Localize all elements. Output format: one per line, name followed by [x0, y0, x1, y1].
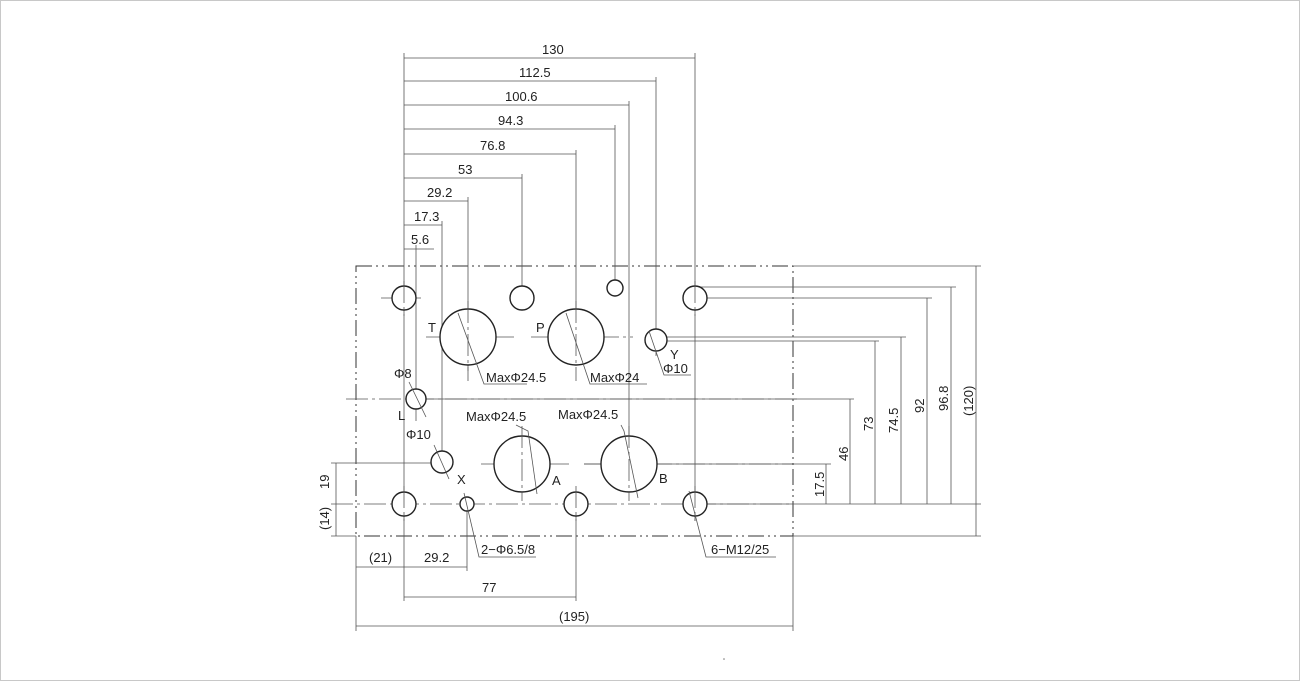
- port-l: [405, 388, 427, 410]
- pin-hole-x-side: [459, 496, 475, 512]
- label-y: Y: [670, 347, 679, 362]
- dim-29-2-bottom: 29.2: [424, 550, 449, 565]
- dim-94-3: 94.3: [498, 113, 523, 128]
- callout-x-dia: Φ10: [406, 427, 431, 442]
- top-dimension-lines: [403, 53, 696, 601]
- callout-a-max: MaxΦ24.5: [466, 409, 526, 424]
- callout-y-dia: Φ10: [663, 361, 688, 376]
- dim-92: 92: [912, 399, 927, 413]
- dim-76-8: 76.8: [480, 138, 505, 153]
- label-a: A: [552, 473, 561, 488]
- dim-73: 73: [861, 417, 876, 431]
- dim-195: (195): [559, 609, 589, 624]
- callout-b-max: MaxΦ24.5: [558, 407, 618, 422]
- callout-p-max: MaxΦ24: [590, 370, 639, 385]
- dim-96-8: 96.8: [936, 386, 951, 411]
- dim-5-6: 5.6: [411, 232, 429, 247]
- dim-14: (14): [317, 507, 332, 530]
- dim-100-6: 100.6: [505, 89, 538, 104]
- dim-46: 46: [836, 447, 851, 461]
- stray-dot: [723, 658, 725, 660]
- dim-19: 19: [317, 475, 332, 489]
- left-dimension-lines: [331, 462, 442, 537]
- callout-leaders: [408, 312, 776, 558]
- dim-112-5: 112.5: [519, 65, 551, 80]
- label-x: X: [457, 472, 466, 487]
- label-p: P: [536, 320, 545, 335]
- dim-17-5: 17.5: [812, 472, 827, 497]
- callout-t-max: MaxΦ24.5: [486, 370, 546, 385]
- dim-17-3: 17.3: [414, 209, 439, 224]
- callout-l-dia: Φ8: [394, 366, 412, 381]
- locating-pin-hole: [606, 279, 624, 297]
- port-x: [430, 450, 454, 474]
- dim-53: 53: [458, 162, 472, 177]
- label-l: L: [398, 408, 405, 423]
- right-dimension-lines: [416, 265, 981, 537]
- dim-120: (120): [961, 386, 976, 416]
- port-y: [644, 328, 668, 352]
- dim-74-5: 74.5: [886, 408, 901, 433]
- label-t: T: [428, 320, 436, 335]
- dim-77: 77: [482, 580, 496, 595]
- bolt-hole-top-middle: [509, 285, 535, 311]
- plate-outline: [355, 265, 794, 537]
- label-b: B: [659, 471, 668, 486]
- dim-130: 130: [542, 42, 564, 57]
- callout-thread-holes: 6−M12/25: [711, 542, 769, 557]
- callout-bolt-holes: 2−Φ6.5/8: [481, 542, 535, 557]
- hole-center-marks: [403, 281, 696, 521]
- dim-29-2: 29.2: [427, 185, 452, 200]
- dim-21: (21): [369, 550, 392, 565]
